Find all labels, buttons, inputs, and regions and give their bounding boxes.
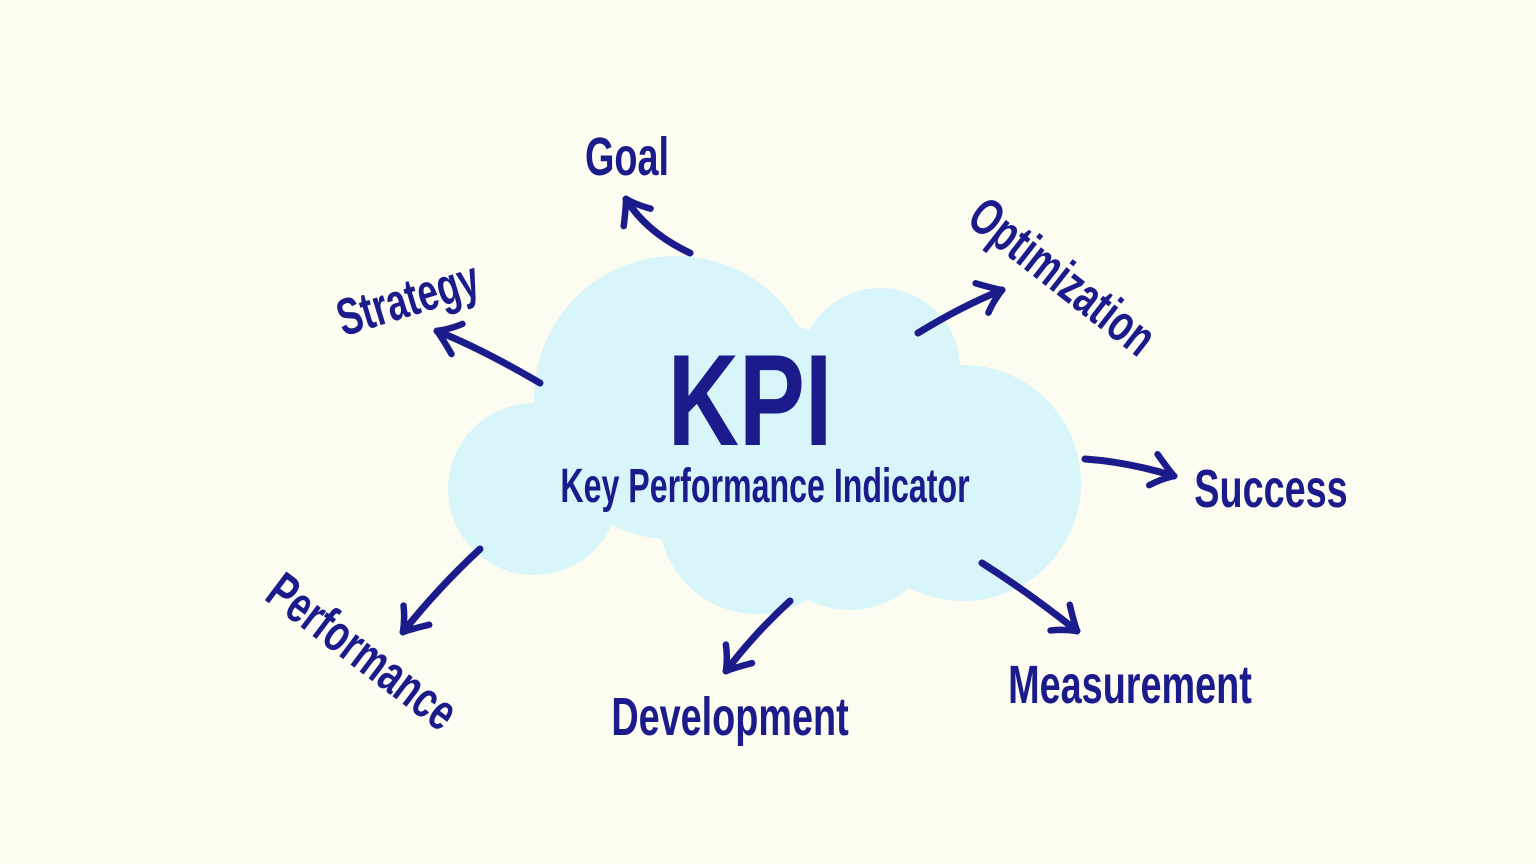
node-label-goal: Goal — [584, 127, 670, 187]
arrow-optimization — [914, 280, 1006, 337]
arrow-goal — [620, 195, 694, 257]
center-acronym: KPI — [642, 335, 859, 465]
center-acronym-text: KPI — [667, 327, 833, 473]
node-label-success: Success — [1194, 459, 1348, 519]
center-subtitle-text: Key Performance Indicator — [560, 460, 970, 513]
arrow-measurement — [978, 559, 1081, 635]
cloud-shape — [448, 256, 1081, 614]
arrow-success — [1081, 451, 1178, 489]
center-subtitle: Key Performance Indicator — [460, 463, 1071, 511]
node-label-development: Development — [611, 687, 849, 747]
arrow-performance — [399, 545, 484, 636]
node-label-measurement: Measurement — [1008, 655, 1252, 715]
arrow-strategy — [433, 320, 544, 387]
arrow-development — [722, 597, 794, 675]
